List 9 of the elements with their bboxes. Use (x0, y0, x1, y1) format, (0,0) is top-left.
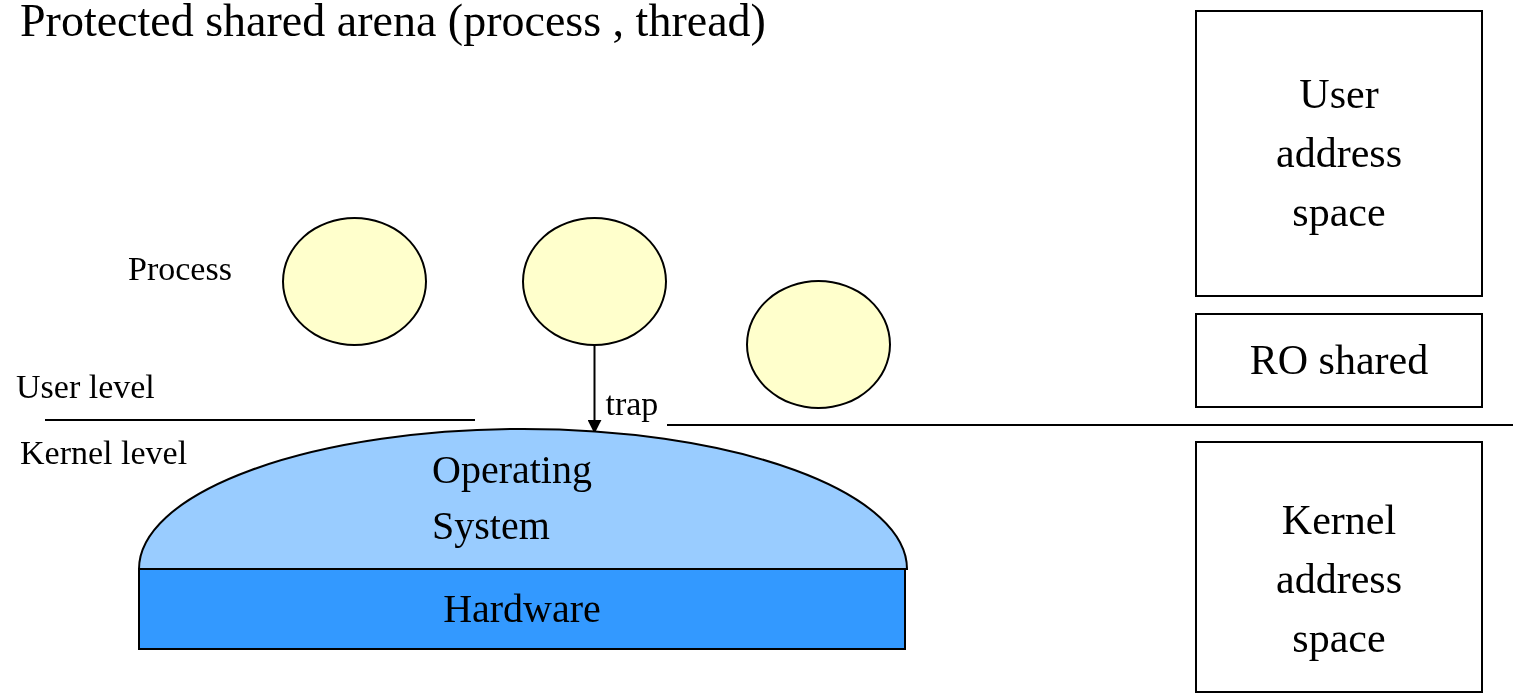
level-label: Kernel level (20, 434, 188, 472)
level-label: User level (16, 368, 155, 406)
node-caption: Process (128, 250, 232, 288)
address-space-box: User address space (1195, 10, 1483, 297)
layer-name: Operating System (432, 446, 593, 550)
address-space-box: RO shared (1195, 313, 1483, 408)
address-space-box: Kernel address space (1195, 441, 1483, 693)
hardware-layer: Hardware (138, 568, 906, 650)
slide-title: Protected shared arena (process , thread) (20, 0, 766, 47)
